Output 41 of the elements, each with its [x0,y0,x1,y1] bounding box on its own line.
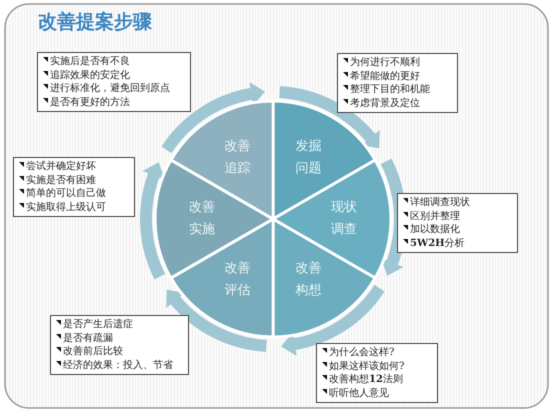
list-item: 区别并整理 [410,210,460,222]
list-item: 是否有更好的方法 [50,96,130,108]
cycle-arrow [281,284,384,356]
list-item: 5W2H分析 [410,238,465,248]
note-box [50,315,189,375]
list-item: 改善前后比较 [63,346,123,357]
step-label: 改善构想 [294,260,322,300]
step-label: 发掘问题 [294,138,322,178]
list-item: 追踪效果的安定化 [50,70,130,80]
list-item: 经济的效果：投入、节省 [63,360,173,370]
list-item: 进行标准化，避免回到原点 [50,83,170,94]
list-item: 简单的可以自己做 [26,188,106,199]
list-item: 加以数据化 [410,224,460,235]
note-box [337,53,458,113]
list-item: 希望能做的更好 [350,70,420,82]
list-item: 改善构想12法则 [329,374,403,385]
step-label: 改善实施 [188,199,216,239]
step-label: 改善评估 [224,260,252,300]
list-item: 实施是否有困难 [26,174,96,186]
list-item: 详细调查现状 [410,197,470,208]
list-item: 如果这样该如何? [329,360,404,372]
list-item: 为什么会这样? [329,347,394,358]
note-box [37,52,191,112]
list-item: 考虑背景及定位 [350,98,420,108]
list-item: 实施后是否有不良 [50,56,130,67]
note-box [13,157,135,217]
list-item: 实施取得上级认可 [26,202,106,212]
title: 改善提案步骤 [38,10,152,35]
note-box [316,343,438,403]
list-item: 整理下目的和机能 [350,84,430,95]
cycle-arrow [380,158,406,276]
note-box [397,193,518,253]
list-item: 是否产生后遗症 [63,319,133,330]
step-label: 现状调查 [330,199,358,239]
cycle-arrow [278,86,380,148]
list-item: 是否有疏漏 [63,332,113,344]
list-item: 为何进行不顺利 [350,57,420,68]
cycle-arrow [166,290,268,352]
list-item: 听听他人意见 [329,388,389,398]
list-item: 尝试并确定好坏 [26,161,96,172]
step-label: 改善追踪 [224,138,252,178]
